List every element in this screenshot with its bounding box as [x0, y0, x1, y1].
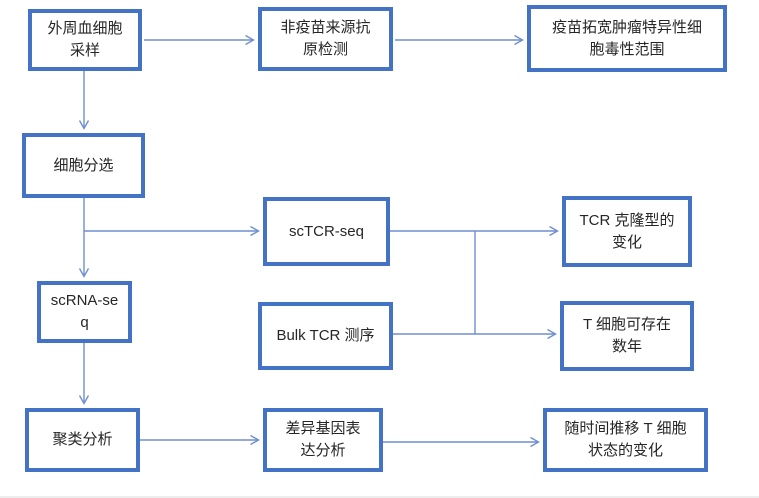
node-vaccine-scope: 疫苗拓宽肿瘤特异性细 胞毒性范围	[527, 5, 727, 72]
node-label-line: 采样	[69, 42, 100, 59]
node-sample: 外周血细胞 采样	[28, 9, 142, 71]
node-scrna-seq: scRNA-se q	[37, 281, 132, 343]
node-label-line: scTCR-seq	[288, 222, 364, 240]
node-label-line: 疫苗拓宽肿瘤特异性细	[551, 18, 702, 36]
node-label-line: 达分析	[300, 442, 346, 459]
node-bulk-tcr: Bulk TCR 测序	[258, 302, 393, 370]
node-tcr-clonotype: TCR 克隆型的 变化	[562, 196, 692, 267]
node-clustering: 聚类分析	[25, 408, 140, 472]
node-label-line: scRNA-se	[50, 292, 119, 309]
node-label-line: 胞毒性范围	[589, 40, 665, 58]
node-cell-sorting: 细胞分选	[22, 133, 145, 198]
node-tcell-state: 随时间推移 T 细胞 状态的变化	[543, 408, 708, 472]
node-deg-analysis: 差异基因表 达分析	[263, 408, 383, 472]
node-tcell-persist: T 细胞可存在 数年	[560, 301, 694, 371]
node-label-line: 差异基因表	[285, 420, 361, 437]
node-label-line: 外周血细胞	[47, 20, 123, 37]
node-label-line: 数年	[611, 338, 642, 355]
node-label-line: T 细胞可存在	[582, 316, 672, 333]
node-label-line: 变化	[611, 233, 642, 251]
node-label-line: q	[80, 314, 89, 331]
node-label-line: 随时间推移 T 细胞	[564, 420, 687, 437]
node-label-line: 状态的变化	[587, 442, 663, 459]
node-label-line: TCR 克隆型的	[579, 211, 675, 229]
node-label-line: 细胞分选	[53, 156, 114, 174]
node-label-line: 非疫苗来源抗	[280, 19, 371, 36]
node-antigen-detection: 非疫苗来源抗 原检测	[258, 7, 393, 71]
node-label-line: 原检测	[302, 41, 348, 58]
node-label-line: Bulk TCR 测序	[276, 327, 375, 344]
node-label-line: 聚类分析	[52, 431, 113, 448]
node-sctcr-seq: scTCR-seq	[263, 197, 390, 266]
